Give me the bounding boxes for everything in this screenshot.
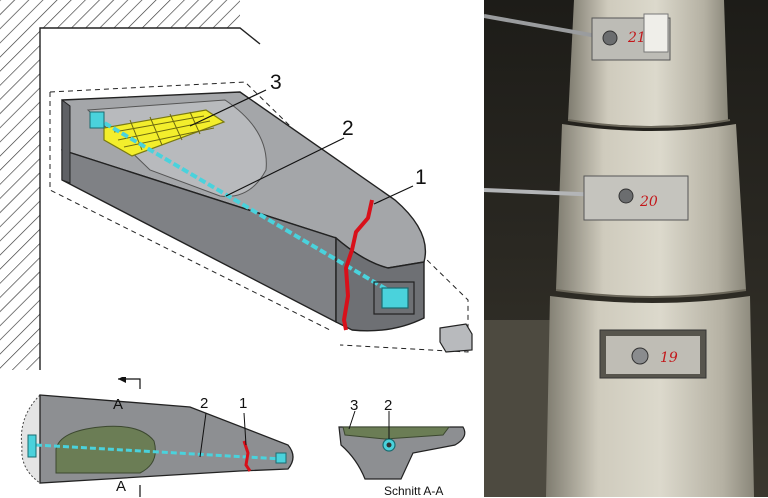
plan-anchor-rod [35, 443, 283, 461]
bolt-bottom [631, 347, 649, 365]
photo-tag-middle: 20 [640, 194, 658, 210]
section-callout-3: 3 [350, 397, 359, 414]
plan-leader-1 [243, 412, 247, 446]
column-photo [484, 0, 768, 497]
resin-grid [113, 111, 215, 151]
callout-2: 2 [342, 117, 354, 140]
plan-callout-2: 2 [200, 395, 209, 412]
plan-section-marker-top: A [113, 396, 124, 413]
plan-leader-2 [199, 412, 207, 458]
bolt-top [602, 30, 618, 46]
section-leader-3 [348, 410, 356, 430]
photo-tag-bottom: 19 [660, 350, 678, 366]
bolt-middle [618, 188, 634, 204]
leader-2 [225, 137, 345, 197]
isometric-drawing [0, 0, 473, 370]
plan-crack [242, 440, 252, 472]
crack-line [342, 199, 374, 331]
end-recess [373, 281, 415, 315]
plan-callout-1: 1 [239, 395, 248, 412]
section-callout-2: 2 [384, 397, 393, 414]
plan-resin [55, 425, 156, 474]
section-caption: Schnitt A-A [384, 484, 444, 498]
section-arrowhead [118, 377, 126, 383]
plan-anchor-end [275, 452, 287, 464]
dashed-outline [49, 81, 469, 353]
plate-middle [583, 175, 689, 221]
photo-tag-top: 21 [628, 30, 646, 46]
drum-joint-1 [567, 119, 731, 128]
section-resin [342, 426, 450, 440]
wall-edge [39, 27, 261, 370]
anchor-plate-end [381, 287, 409, 309]
plate-top-block [643, 13, 669, 53]
leader-1 [373, 185, 414, 205]
callout-1: 1 [415, 166, 427, 189]
stone-left-face [61, 99, 71, 184]
section-stone [338, 426, 466, 480]
rod-top [484, 14, 609, 40]
column-drum-bottom [546, 296, 754, 497]
callout-3: 3 [270, 71, 282, 94]
plan-section-marker-bottom: A [116, 478, 127, 495]
leader-3 [189, 89, 267, 127]
drum-joint-2 [555, 289, 747, 298]
anchor-head-left [89, 111, 105, 129]
photo-ledge [484, 320, 554, 497]
plan-view [20, 377, 294, 497]
separated-piece [439, 323, 473, 353]
section-anchor-core [386, 442, 392, 448]
plate-bottom [606, 336, 700, 374]
plan-anchor-head [27, 434, 37, 458]
wall-hatching [0, 0, 240, 370]
section-view [338, 410, 466, 480]
